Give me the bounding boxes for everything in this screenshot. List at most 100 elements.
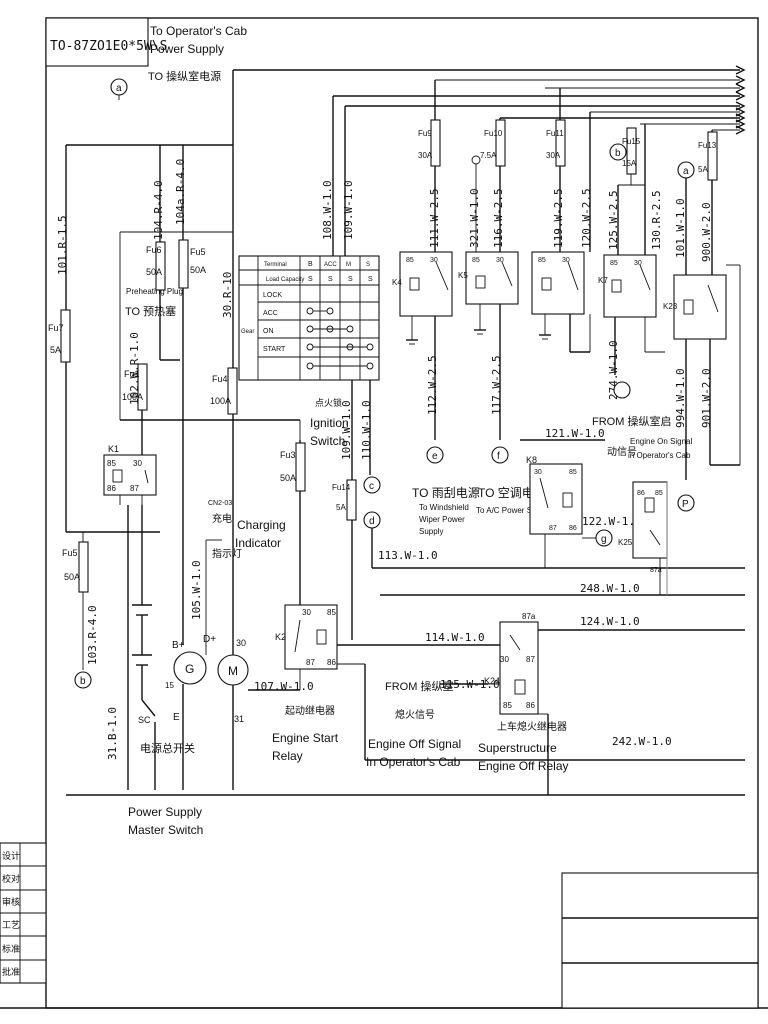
connector-f: f [497, 451, 500, 462]
wiper-line1: To Windshield [419, 503, 469, 512]
svg-text:30: 30 [133, 459, 142, 468]
wire-125: 125.W-2.5 [607, 190, 620, 250]
wire-114: 114.W-1.0 [425, 631, 485, 644]
svg-text:30: 30 [236, 638, 246, 648]
fuse-fu3 [295, 442, 306, 492]
svg-text:审核: 审核 [2, 896, 20, 907]
svg-text:30: 30 [500, 655, 509, 664]
wire-122: 122.W-1.0 [582, 515, 642, 528]
svg-text:86: 86 [327, 658, 336, 667]
svg-text:ACC: ACC [263, 310, 278, 317]
svg-text:30A: 30A [418, 151, 433, 160]
connector-p: P [682, 499, 689, 510]
title-code: TO-87ZO1E0*5W\S [50, 39, 167, 54]
wire-116: 116.W-2.5 [492, 188, 505, 248]
title-box [45, 17, 149, 67]
master-switch-line1: Power Supply [128, 805, 202, 819]
svg-text:K1: K1 [108, 444, 119, 454]
svg-text:M: M [346, 262, 351, 268]
fuse-fu7 [60, 309, 71, 363]
svg-text:Fu15: Fu15 [622, 137, 641, 146]
wire-104: 104.R-4.0 [152, 180, 165, 240]
engine-on-cn: 动信号 [607, 446, 637, 458]
connector-a-right: a [683, 166, 689, 177]
wire-130: 130.R-2.5 [650, 190, 663, 250]
svg-text:30A: 30A [546, 151, 561, 160]
charging-indicator-line1: Charging [237, 518, 286, 532]
ignition-switch-line2: Switch [310, 434, 345, 448]
svg-text:87: 87 [306, 658, 315, 667]
svg-text:30: 30 [562, 257, 570, 264]
title-block [561, 872, 759, 1009]
wire-119: 119.W-2.5 [552, 188, 565, 248]
wiper-line2: Wiper Power [419, 515, 465, 524]
wire-900: 900.W-2.0 [700, 202, 713, 262]
svg-text:31: 31 [234, 714, 244, 724]
svg-text:50A: 50A [280, 473, 296, 483]
ignition-switch-table: Terminal B ACC M S Load Capacity S S S S… [238, 255, 380, 381]
svg-text:86: 86 [526, 701, 535, 710]
svg-text:Load Capacity: Load Capacity [266, 277, 304, 283]
wire-121: 121.W-1.0 [545, 427, 605, 440]
svg-text:ON: ON [263, 328, 274, 335]
svg-text:E: E [173, 712, 180, 723]
wire-104a: 104a.R-4.0 [174, 159, 187, 225]
svg-text:标准: 标准 [2, 943, 20, 954]
fuse-fu15 [626, 127, 637, 175]
svg-text:指示灯: 指示灯 [212, 547, 242, 560]
engine-off-cn: 熄火信号 [395, 708, 435, 721]
svg-text:5A: 5A [698, 165, 708, 174]
relay-k8 [529, 463, 583, 535]
relay-k24 [499, 621, 539, 715]
fuse-fu9 [430, 119, 441, 167]
svg-text:30: 30 [634, 260, 642, 267]
svg-text:85: 85 [472, 257, 480, 264]
wire-101-right: 101.W-1.0 [674, 198, 687, 258]
svg-text:5A: 5A [336, 503, 346, 512]
svg-text:5A: 5A [50, 345, 61, 355]
relay-k4 [399, 251, 453, 317]
svg-text:87: 87 [549, 525, 557, 532]
wiper-cn: TO 雨刮电源 [412, 486, 480, 500]
connector-e: e [432, 451, 438, 462]
svg-text:Terminal: Terminal [264, 262, 287, 268]
wire-117: 117.W-2.5 [490, 355, 503, 415]
engine-off-from: FROM 操纵室 [385, 679, 453, 693]
master-switch-cn: 电源总开关 [140, 741, 195, 755]
starter-motor [217, 654, 249, 686]
svg-text:S: S [368, 276, 373, 283]
wire-111: 111.W-2.5 [428, 188, 441, 248]
svg-text:85: 85 [503, 701, 512, 710]
start-relay-line2: Relay [272, 749, 303, 763]
svg-text:S: S [328, 276, 333, 283]
svg-text:Fu5: Fu5 [62, 548, 78, 558]
svg-text:85: 85 [655, 490, 663, 497]
svg-text:Fu5: Fu5 [190, 247, 206, 257]
svg-text:Gear: Gear [241, 329, 254, 335]
svg-text:87a: 87a [650, 567, 662, 574]
svg-text:50A: 50A [190, 265, 206, 275]
svg-text:K25: K25 [618, 538, 633, 547]
engine-on-line2: in Operator's Cab [628, 451, 691, 460]
svg-text:G: G [185, 662, 194, 676]
connector-b-left: b [80, 676, 86, 687]
svg-text:K8: K8 [526, 455, 537, 465]
superstructure-line2: Engine Off Relay [478, 759, 569, 773]
cab-supply-line1: To Operator's Cab [150, 24, 247, 38]
svg-text:ACC: ACC [324, 262, 337, 268]
wire-110: 110.W-1.0 [360, 400, 373, 460]
svg-text:S: S [308, 276, 313, 283]
preheating-cn: TO 预热塞 [125, 304, 176, 318]
svg-text:Fu9: Fu9 [418, 129, 432, 138]
cab-supply-line2: Power Supply [150, 42, 224, 56]
svg-text:30: 30 [302, 608, 311, 617]
svg-text:85: 85 [538, 257, 546, 264]
svg-text:85: 85 [569, 469, 577, 476]
ac-cn: TO 空调电源 [478, 486, 546, 500]
svg-text:30: 30 [534, 469, 542, 476]
svg-text:充电: 充电 [212, 512, 232, 525]
wire-113: 113.W-1.0 [378, 549, 438, 562]
svg-text:85: 85 [107, 459, 116, 468]
svg-text:86: 86 [107, 484, 116, 493]
svg-text:K23: K23 [663, 302, 678, 311]
